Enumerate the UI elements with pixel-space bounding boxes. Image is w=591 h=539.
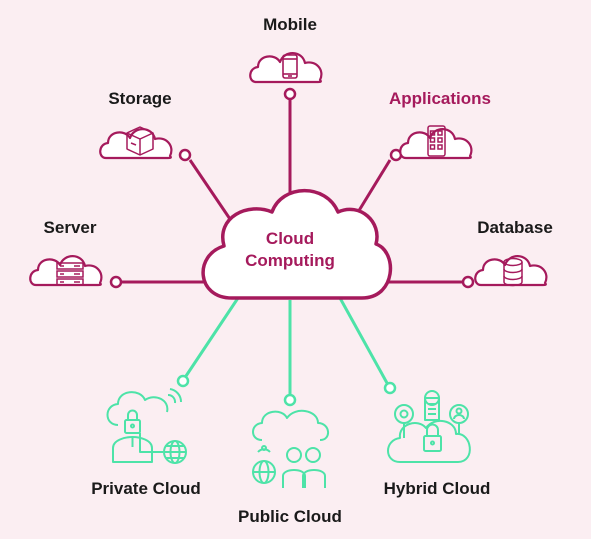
label-private-cloud: Private Cloud bbox=[91, 479, 201, 498]
label-storage: Storage bbox=[108, 89, 171, 108]
dot-server bbox=[109, 275, 123, 289]
label-server: Server bbox=[44, 218, 97, 237]
connector-hybrid-cloud bbox=[338, 297, 389, 384]
dot-public-cloud bbox=[283, 393, 297, 407]
center-title-line2: Computing bbox=[245, 251, 335, 270]
database-icon bbox=[503, 257, 523, 287]
node-server: Server bbox=[29, 218, 103, 287]
cloud-icon bbox=[201, 189, 393, 300]
dot-database bbox=[461, 275, 475, 289]
node-public-cloud: Public Cloud bbox=[238, 409, 342, 526]
label-applications: Applications bbox=[389, 89, 491, 108]
label-mobile: Mobile bbox=[263, 15, 317, 34]
dot-private-cloud bbox=[176, 374, 190, 388]
node-storage: Storage bbox=[99, 89, 173, 160]
server-rack-icon bbox=[56, 262, 84, 286]
hybrid-cloud-icon bbox=[387, 390, 471, 463]
node-database: Database bbox=[474, 218, 553, 287]
central-cloud: Cloud Computing bbox=[201, 189, 393, 300]
label-database: Database bbox=[477, 218, 553, 237]
public-cloud-icon bbox=[252, 409, 329, 488]
dot-hybrid-cloud bbox=[383, 381, 397, 395]
connector-private-cloud bbox=[184, 297, 240, 377]
apps-grid-icon bbox=[427, 125, 446, 157]
private-cloud-icon bbox=[106, 388, 187, 464]
node-mobile: Mobile bbox=[249, 15, 323, 84]
box-icon bbox=[126, 126, 154, 156]
dot-storage bbox=[178, 148, 192, 162]
smartphone-icon bbox=[282, 54, 298, 79]
connector-storage bbox=[188, 159, 234, 223]
node-applications: Applications bbox=[389, 89, 491, 160]
label-public-cloud: Public Cloud bbox=[238, 507, 342, 526]
dot-mobile bbox=[283, 87, 297, 101]
label-hybrid-cloud: Hybrid Cloud bbox=[384, 479, 491, 498]
node-private-cloud: Private Cloud bbox=[91, 388, 201, 498]
center-title-line1: Cloud bbox=[266, 229, 314, 248]
node-hybrid-cloud: Hybrid Cloud bbox=[384, 390, 491, 498]
